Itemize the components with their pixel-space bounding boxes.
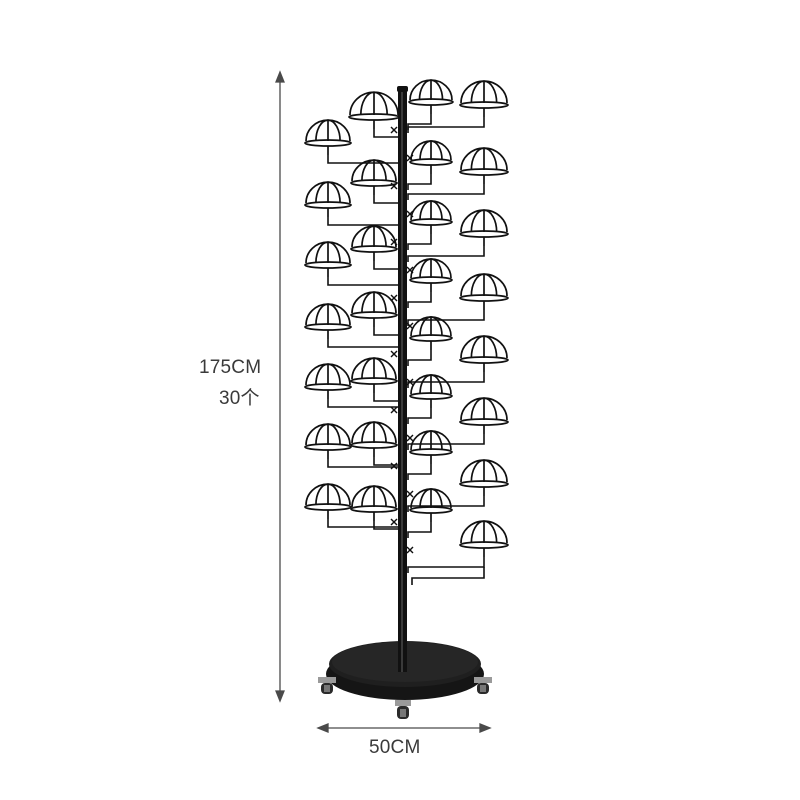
rack-arm <box>373 393 401 407</box>
cap-holder <box>350 159 398 195</box>
rack-arm <box>373 261 401 275</box>
cap-holder <box>350 485 398 521</box>
cap-holder <box>350 357 398 393</box>
cap-holder <box>409 488 453 522</box>
rack-arm <box>407 246 485 262</box>
cap-holder <box>304 241 352 277</box>
cap-holder <box>304 363 352 399</box>
cap-holder <box>409 374 453 408</box>
cap-holder <box>304 423 352 459</box>
cap-holder <box>409 258 453 292</box>
rack-arm <box>373 195 401 209</box>
rack-arm <box>407 496 485 512</box>
rack-arm <box>407 117 485 133</box>
cap-holder <box>304 119 352 155</box>
rack-arm <box>407 350 432 366</box>
pole-hook <box>390 350 398 358</box>
rack-arm <box>407 522 432 538</box>
rack-arm <box>407 292 432 308</box>
cap-holder <box>350 291 398 327</box>
pole-hook <box>390 518 398 526</box>
caster-wheel-front <box>395 700 411 719</box>
height-label: 175CM <box>199 357 262 378</box>
rack-arm <box>407 234 432 250</box>
rack-arm <box>407 464 432 480</box>
cap-holder <box>459 397 509 434</box>
pole-hook <box>390 462 398 470</box>
cap-holder <box>348 91 400 129</box>
cap-holder <box>350 225 398 261</box>
rack-arm <box>407 174 432 190</box>
rack-arm <box>407 408 432 424</box>
rack-arm <box>373 327 401 341</box>
rack-arm <box>327 339 401 353</box>
pole-hook <box>406 490 414 498</box>
rack-arm <box>407 184 485 200</box>
cap-holder <box>350 421 398 457</box>
cap-holder <box>459 80 509 117</box>
pole-hook <box>390 406 398 414</box>
pole-hook <box>406 378 414 386</box>
rack-arm <box>411 567 485 585</box>
rack-arm <box>407 557 485 573</box>
cap-holders <box>304 79 509 557</box>
rack-arm <box>407 434 485 450</box>
pole-hook <box>406 434 414 442</box>
rack-arm <box>407 310 485 326</box>
caster-wheel-right <box>474 677 492 694</box>
cap-holder <box>459 335 509 372</box>
cap-holder <box>459 147 509 184</box>
cap-holder <box>409 200 453 234</box>
width-dimension-line <box>316 723 492 733</box>
pole-hooks <box>390 126 414 554</box>
rack-arm <box>327 399 401 413</box>
cap-holder <box>408 79 454 114</box>
caster-wheel-left <box>318 677 336 694</box>
cap-holder <box>459 273 509 310</box>
rack-arm <box>373 521 401 535</box>
rack-arm <box>327 217 401 231</box>
pole-hook <box>390 126 398 134</box>
cap-holder <box>459 209 509 246</box>
rack-arm <box>327 277 401 291</box>
rack-arm <box>327 459 401 473</box>
cap-holder <box>409 140 453 174</box>
rack-arm <box>407 372 485 388</box>
width-label: 50CM <box>369 737 421 758</box>
pole-hook <box>406 546 414 554</box>
count-label: 30个 <box>219 388 260 409</box>
cap-holder <box>459 459 509 496</box>
rack-arm <box>327 519 401 533</box>
rack-arm <box>373 457 401 471</box>
center-pole <box>397 86 408 672</box>
cap-holder <box>409 316 453 350</box>
cap-holder <box>304 181 352 217</box>
height-dimension-line <box>275 70 285 703</box>
cap-holder <box>459 520 509 557</box>
rack-arm <box>373 129 401 143</box>
cap-holder <box>304 303 352 339</box>
cap-holder <box>409 430 453 464</box>
cap-holder <box>304 483 352 519</box>
